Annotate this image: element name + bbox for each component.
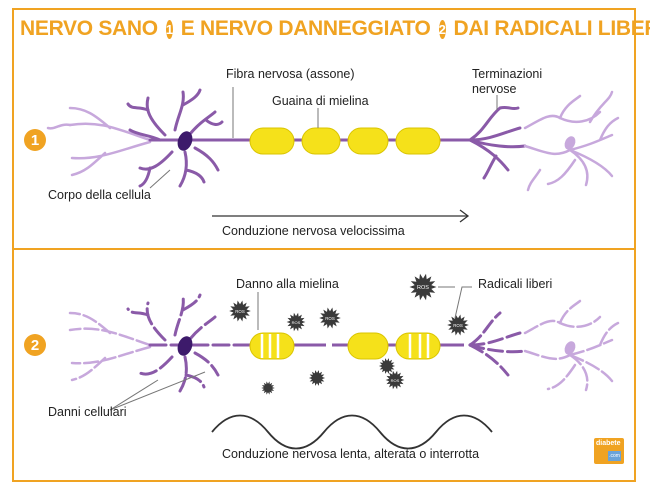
- free-radical-particle: [319, 307, 341, 329]
- terminals-label-line1: Terminazioni: [472, 67, 543, 81]
- free-radical-particle: [261, 381, 275, 395]
- free-radical-particle: [308, 370, 326, 386]
- damaged-neuron: [68, 293, 620, 393]
- cell-damage-label: Danni cellulari: [48, 405, 127, 419]
- free-radical-particle: [447, 314, 469, 336]
- myelin-sheath: [249, 127, 441, 155]
- free-radical-particle: [378, 358, 396, 374]
- terminals-label-line2: nervose: [472, 82, 517, 96]
- outer-frame: [12, 8, 636, 482]
- title-number-2: 2: [438, 19, 446, 39]
- free-radical-particle: [286, 312, 306, 332]
- ros-tag: ROS: [391, 378, 400, 383]
- ros-tag: ROS: [417, 285, 429, 291]
- logo-sub: .com: [608, 451, 621, 461]
- panel2-leaders: [109, 286, 472, 411]
- free-radicals: ROS ROS ROS ROS ROS ROS: [229, 273, 469, 395]
- ros-tag: ROS: [292, 320, 301, 325]
- left-dendrites-light: [46, 106, 152, 177]
- free-radical-particle: [385, 370, 405, 390]
- myelin-damage-label: Danno alla mielina: [236, 277, 339, 291]
- title-part-3: DAI RADICALI LIBERI: [453, 17, 650, 40]
- free-radical-particle: [409, 273, 437, 301]
- ros-tag: ROS: [325, 316, 335, 321]
- myelin-label: Guaina di mielina: [272, 94, 369, 108]
- cell-body-label: Corpo della cellula: [48, 188, 151, 202]
- fast-conduction-label: Conduzione nervosa velocissima: [222, 224, 405, 238]
- free-radical-particle: [229, 300, 251, 322]
- panel2-badge: 2: [24, 334, 46, 356]
- logo-text: diabete: [596, 440, 621, 447]
- nucleus: [177, 131, 193, 151]
- title-part-1: NERVO SANO: [20, 17, 158, 40]
- panel1-leaders: [149, 87, 498, 189]
- nerve-terminals: [468, 105, 527, 180]
- slow-conduction-wave: [211, 414, 493, 450]
- title-number-1: 1: [165, 19, 173, 39]
- right-nucleus: [564, 136, 576, 150]
- free-radicals-label: Radicali liberi: [478, 277, 553, 291]
- site-logo: diabete .com: [594, 438, 624, 464]
- slow-conduction-label: Conduzione nervosa lenta, alterata o int…: [222, 447, 480, 461]
- fast-conduction-arrow: [212, 209, 470, 223]
- diagram-title: NERVO SANO 1 E NERVO DANNEGGIATO 2 DAI R…: [20, 14, 650, 44]
- right-neuron-light: [523, 90, 620, 192]
- axon-label: Fibra nervosa (assone): [226, 67, 355, 81]
- title-part-2: E NERVO DANNEGGIATO: [180, 17, 431, 40]
- ros-tag: ROS: [453, 323, 463, 328]
- panel1-badge: 1: [24, 129, 46, 151]
- healthy-neuron: [46, 88, 620, 192]
- ros-tag: ROS: [235, 309, 245, 314]
- panel-divider: [12, 248, 636, 250]
